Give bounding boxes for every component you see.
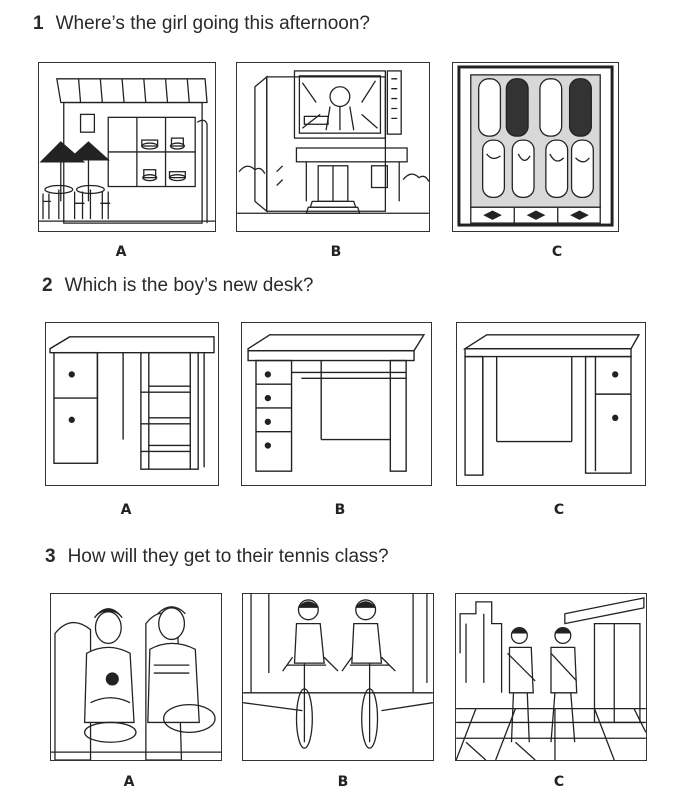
question-text: Where’s the girl going this afternoon? xyxy=(55,13,370,34)
option-2b-letter: B xyxy=(334,502,346,518)
option-3b-bicycles-picture[interactable] xyxy=(242,593,434,761)
question-1-title: 1 Where’s the girl going this afternoon? xyxy=(33,13,370,35)
option-3c-letter: C xyxy=(553,774,565,790)
question-number: 1 xyxy=(33,13,44,34)
option-1b-cinema-picture[interactable] xyxy=(236,62,430,232)
option-3a-letter: A xyxy=(123,774,135,790)
question-number: 2 xyxy=(42,275,53,296)
question-number: 3 xyxy=(45,546,56,567)
option-1c-letter: C xyxy=(551,244,563,260)
option-3a-bus-picture[interactable] xyxy=(50,593,222,761)
option-2b-desk-picture[interactable] xyxy=(241,322,432,486)
option-3b-letter: B xyxy=(337,774,349,790)
option-2a-desk-picture[interactable] xyxy=(45,322,219,486)
option-2a-letter: A xyxy=(120,502,132,518)
option-1a-letter: A xyxy=(115,244,127,260)
question-2-title: 2 Which is the boy’s new desk? xyxy=(42,275,313,297)
option-2c-desk-picture[interactable] xyxy=(456,322,646,486)
option-3c-walking-picture[interactable] xyxy=(455,593,647,761)
question-3-title: 3 How will they get to their tennis class… xyxy=(45,546,389,568)
question-text: Which is the boy’s new desk? xyxy=(64,275,314,296)
question-text: How will they get to their tennis class? xyxy=(67,546,389,567)
option-1b-letter: B xyxy=(330,244,342,260)
option-1c-skateboard-shop-picture[interactable] xyxy=(452,62,619,232)
option-1a-cafe-picture[interactable] xyxy=(38,62,216,232)
option-2c-letter: C xyxy=(553,502,565,518)
